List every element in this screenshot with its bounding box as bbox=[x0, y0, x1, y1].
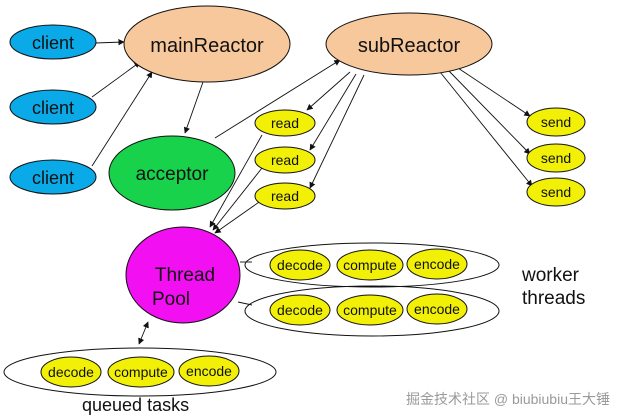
compute-task: compute bbox=[107, 356, 175, 388]
connectors bbox=[91, 39, 533, 345]
encode-label: encode bbox=[414, 256, 460, 272]
read-label: read bbox=[271, 152, 299, 168]
client-label: client bbox=[32, 168, 74, 188]
client-label: client bbox=[32, 98, 74, 118]
decode-label: decode bbox=[277, 302, 323, 318]
compute-label: compute bbox=[343, 302, 397, 318]
queued-row-outline bbox=[3, 347, 277, 397]
queued-tasks-label: queued tasks bbox=[82, 395, 189, 415]
read-node-1: read bbox=[254, 109, 316, 137]
watermark: 掘金技术社区 @ biubiubiu王大锤 bbox=[406, 391, 610, 407]
thread-pool-label-line1: Thread bbox=[155, 265, 215, 286]
encode-task: encode bbox=[406, 248, 468, 280]
worker-threads-label-line1: worker bbox=[521, 265, 580, 286]
decode-label: decode bbox=[48, 364, 94, 380]
decode-task: decode bbox=[269, 249, 331, 281]
client-node-3: client bbox=[9, 159, 97, 195]
connector-read3-pool bbox=[214, 199, 263, 234]
connector-pool-workers2 bbox=[237, 301, 253, 306]
compute-label: compute bbox=[343, 257, 397, 273]
acceptor-node: acceptor bbox=[108, 135, 236, 211]
connector-sub-read1 bbox=[306, 71, 351, 111]
client-label: client bbox=[32, 33, 74, 53]
connector-client3-main bbox=[91, 71, 153, 167]
connector-sub-send3 bbox=[439, 71, 533, 187]
connector-sub-send1 bbox=[454, 65, 531, 117]
client-node-2: client bbox=[9, 89, 97, 125]
send-label: send bbox=[541, 184, 571, 200]
connector-sub-read2 bbox=[309, 73, 357, 151]
encode-task: encode bbox=[178, 355, 240, 387]
worker-row-1-outline bbox=[244, 242, 500, 288]
acceptor-label: acceptor bbox=[136, 164, 210, 185]
worker-row-2-outline bbox=[244, 285, 500, 337]
connector-acceptor-sub bbox=[214, 59, 341, 139]
sub-reactor-label: subReactor bbox=[358, 35, 461, 57]
encode-label: encode bbox=[186, 363, 232, 379]
decode-task: decode bbox=[269, 294, 331, 326]
worker-row-2: decode compute encode bbox=[269, 293, 468, 326]
connector-pool-queue bbox=[138, 321, 149, 345]
connector-main-acceptor bbox=[183, 81, 204, 134]
send-label: send bbox=[541, 150, 571, 166]
compute-label: compute bbox=[114, 364, 168, 380]
client-node-1: client bbox=[9, 24, 97, 60]
read-node-3: read bbox=[254, 182, 316, 210]
connector-client1-main bbox=[94, 39, 125, 46]
connector-read2-pool bbox=[212, 167, 263, 231]
decode-task: decode bbox=[40, 356, 102, 388]
connector-read1-pool bbox=[209, 134, 263, 228]
connector-sub-send2 bbox=[447, 69, 531, 155]
read-label: read bbox=[271, 115, 299, 131]
thread-pool-label-line2: Pool bbox=[152, 289, 190, 310]
connector-sub-read3 bbox=[309, 74, 365, 189]
main-reactor-node: mainReactor bbox=[123, 5, 291, 83]
send-label: send bbox=[541, 114, 571, 130]
compute-task: compute bbox=[336, 249, 404, 281]
thread-pool-node: Thread Pool bbox=[125, 226, 241, 324]
encode-task: encode bbox=[406, 293, 468, 325]
decode-label: decode bbox=[277, 257, 323, 273]
encode-label: encode bbox=[414, 301, 460, 317]
read-node-2: read bbox=[254, 146, 316, 174]
send-node-3: send bbox=[526, 177, 586, 207]
compute-task: compute bbox=[336, 294, 404, 326]
sub-reactor-node: subReactor bbox=[325, 12, 493, 76]
send-node-1: send bbox=[526, 107, 586, 137]
send-node-2: send bbox=[526, 143, 586, 173]
main-reactor-label: mainReactor bbox=[150, 35, 264, 57]
worker-threads-label-line2: threads bbox=[522, 288, 585, 309]
read-label: read bbox=[271, 188, 299, 204]
connector-client2-main bbox=[91, 61, 141, 98]
queued-row: decode compute encode bbox=[40, 355, 240, 388]
worker-row-1: decode compute encode bbox=[269, 248, 468, 281]
